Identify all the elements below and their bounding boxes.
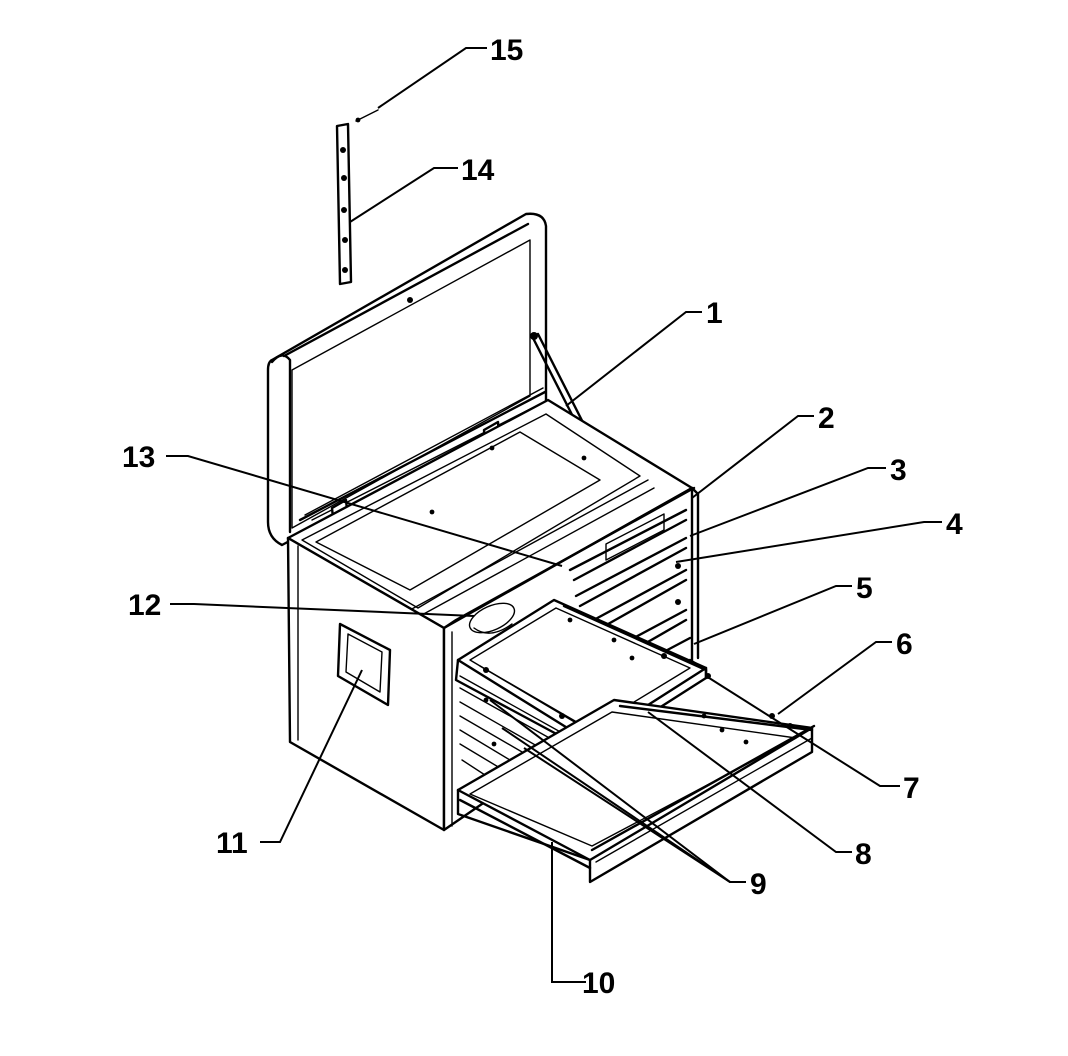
bottom-drawer-open — [456, 698, 816, 884]
callout-12: 12 — [128, 589, 161, 622]
lid-stay-bar — [335, 122, 353, 286]
callout-4: 4 — [946, 508, 963, 541]
callout-2: 2 — [818, 402, 835, 435]
stay-bar-pin — [355, 109, 379, 123]
callout-13: 13 — [122, 441, 155, 474]
upper-drawer-stack — [568, 508, 692, 658]
callout-11: 11 — [216, 827, 248, 860]
callout-15: 15 — [490, 34, 523, 67]
callout-8: 8 — [855, 838, 872, 871]
leader-lines — [166, 47, 942, 983]
callout-14: 14 — [461, 154, 495, 187]
side-handle — [336, 622, 392, 707]
callout-9: 9 — [750, 868, 767, 901]
callout-labels: 15 14 1 2 3 4 5 6 7 8 9 10 11 12 13 — [122, 34, 963, 1000]
callout-1: 1 — [706, 297, 723, 330]
callout-7: 7 — [903, 772, 920, 805]
callout-5: 5 — [856, 572, 873, 605]
callout-3: 3 — [890, 454, 907, 487]
callout-10: 10 — [582, 967, 615, 1000]
lock-assembly — [468, 602, 516, 634]
callout-6: 6 — [896, 628, 913, 661]
